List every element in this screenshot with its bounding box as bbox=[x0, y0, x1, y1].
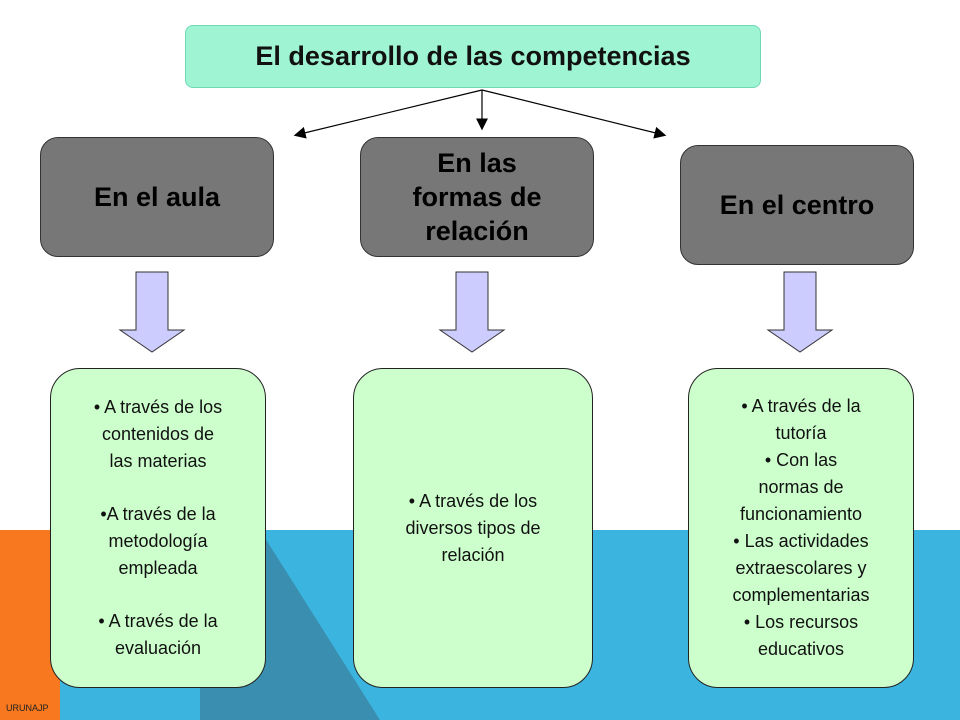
detail-line: • Los recursos bbox=[743, 612, 859, 632]
detail-line: •A través de la bbox=[100, 504, 216, 524]
detail-item: • Los recursos educativos bbox=[744, 609, 858, 663]
detail-line: • A través de la bbox=[98, 611, 218, 631]
detail-line: • A través de los bbox=[93, 397, 223, 417]
detail-line: • A través de los bbox=[408, 490, 538, 511]
detail-item: • Con las normas de funcionamiento bbox=[740, 447, 862, 528]
detail-line: relación bbox=[441, 544, 505, 565]
category-label: En el aula bbox=[93, 182, 221, 212]
detail-line: • Con las bbox=[764, 450, 838, 470]
category-label: En el centro bbox=[719, 190, 875, 220]
detail-item: • Las actividades extraescolares y compl… bbox=[732, 528, 869, 609]
detail-line: extraescolares y bbox=[735, 558, 867, 578]
details-formas-de-relacion: • A través de los diversos tipos de rela… bbox=[353, 368, 593, 688]
detail-line: complementarias bbox=[732, 585, 870, 605]
detail-item: • A través de los contenidos de las mate… bbox=[94, 394, 222, 475]
detail-line: • Las actividades bbox=[733, 531, 869, 551]
detail-line: las materias bbox=[109, 451, 207, 471]
detail-item: • A través de los diversos tipos de rela… bbox=[405, 488, 540, 569]
detail-item: • A través de la evaluación bbox=[98, 608, 217, 662]
category-label-line: formas de bbox=[412, 182, 542, 212]
category-en-el-aula: En el aula bbox=[40, 137, 274, 257]
diagram-title: El desarrollo de las competencias bbox=[185, 25, 761, 88]
details-en-el-aula: • A través de los contenidos de las mate… bbox=[50, 368, 266, 688]
category-en-el-centro: En el centro bbox=[680, 145, 914, 265]
detail-line: funcionamiento bbox=[739, 504, 863, 524]
detail-line: contenidos de bbox=[101, 424, 215, 444]
detail-line: empleada bbox=[118, 558, 198, 578]
category-formas-de-relacion: En las formas de relación bbox=[360, 137, 594, 257]
detail-line: metodología bbox=[108, 531, 208, 551]
footer-label: URUNAJP bbox=[6, 703, 49, 713]
detail-line: educativos bbox=[757, 639, 845, 659]
detail-line: evaluación bbox=[114, 638, 202, 658]
background-orange-triangle bbox=[0, 530, 60, 720]
details-en-el-centro: • A través de la tutoría • Con las norma… bbox=[688, 368, 914, 688]
detail-line: tutoría bbox=[775, 423, 827, 443]
detail-item: •A través de la metodología empleada bbox=[100, 501, 215, 582]
category-label-line: En las bbox=[437, 148, 517, 178]
detail-item: • A través de la tutoría bbox=[741, 393, 860, 447]
detail-line: diversos tipos de bbox=[405, 517, 541, 538]
detail-line: • A través de la bbox=[741, 396, 861, 416]
category-label-line: relación bbox=[425, 216, 529, 246]
detail-line: normas de bbox=[758, 477, 844, 497]
